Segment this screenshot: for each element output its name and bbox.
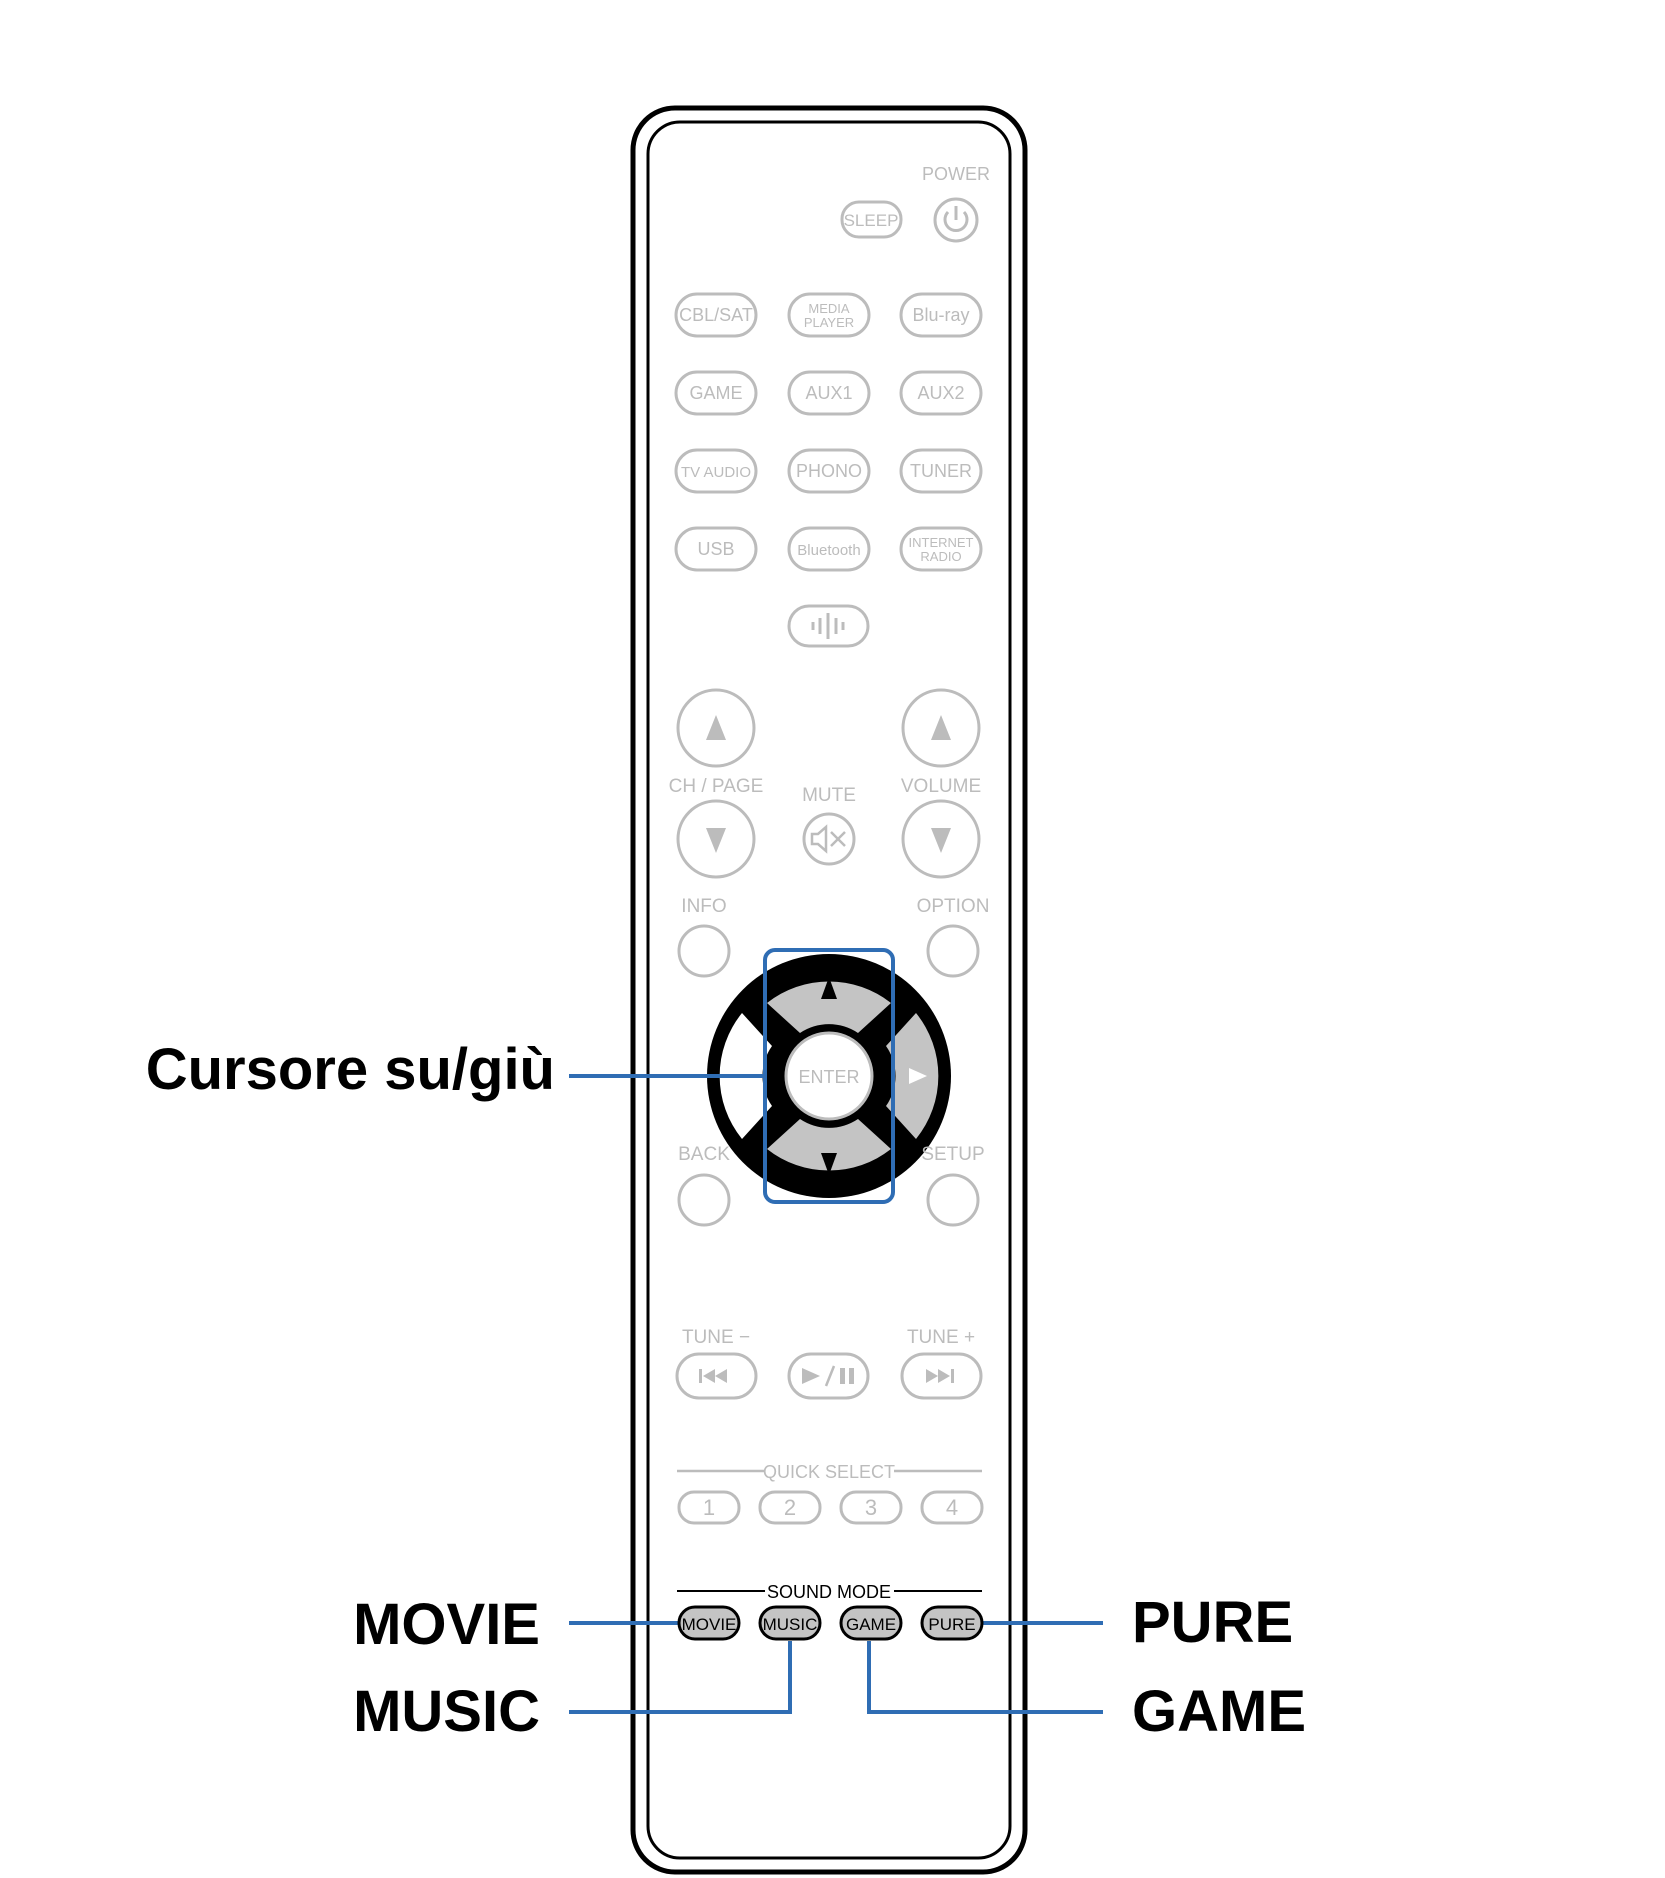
volume-label: VOLUME — [901, 776, 981, 797]
source-button-tuner[interactable]: TUNER — [899, 448, 983, 494]
sound-mode-buttons: MOVIE MUSIC GAME PURE — [677, 1605, 984, 1641]
movie-callout-label: MOVIE — [353, 1592, 540, 1657]
source-button-label: GAME — [689, 383, 742, 403]
source-button-usb[interactable]: USB — [674, 526, 758, 572]
sound-mode-button-label: PURE — [928, 1615, 975, 1634]
cursor-callout-label: Cursore su/giù — [146, 1037, 555, 1102]
source-button-label: TV AUDIO — [681, 464, 751, 481]
music-callout-line — [569, 1641, 792, 1714]
right-triangle-icon — [909, 1068, 927, 1084]
down-triangle-icon — [706, 828, 726, 853]
mute-button[interactable] — [802, 812, 856, 866]
play-pause-icon — [802, 1365, 854, 1387]
source-button-label: TUNER — [910, 461, 972, 481]
heos-icon — [811, 613, 845, 639]
source-button-label: Bluetooth — [797, 542, 860, 559]
pure-callout-label: PURE — [1132, 1590, 1293, 1655]
cursor-down-button[interactable] — [767, 1119, 891, 1171]
setup-label: SETUP — [921, 1144, 984, 1165]
option-button[interactable] — [926, 924, 980, 978]
ch-page-up-button[interactable] — [676, 688, 756, 768]
source-button-tv-audio[interactable]: TV AUDIO — [674, 448, 758, 494]
quick-select-button-3[interactable]: 3 — [839, 1490, 903, 1525]
sound-mode-button-pure[interactable]: PURE — [920, 1605, 984, 1641]
mute-icon — [810, 824, 846, 854]
source-button-label: AUX2 — [917, 383, 964, 403]
info-button[interactable] — [677, 924, 731, 978]
music-callout-label: MUSIC — [353, 1679, 540, 1744]
back-label: BACK — [678, 1144, 730, 1165]
game-callout-label: GAME — [1132, 1679, 1306, 1744]
power-icon — [943, 206, 969, 232]
sleep-label: SLEEP — [844, 211, 899, 230]
volume-up-button[interactable] — [901, 688, 981, 768]
back-button[interactable] — [677, 1173, 731, 1227]
sound-mode-button-movie[interactable]: MOVIE — [677, 1605, 741, 1641]
source-button-label: Blu-ray — [912, 305, 969, 325]
game-callout-line — [867, 1641, 1103, 1714]
play-pause-button[interactable] — [787, 1352, 870, 1400]
source-button-bluetooth[interactable]: Bluetooth — [787, 526, 871, 572]
down-triangle-icon — [931, 828, 951, 853]
tune-plus-label: TUNE + — [907, 1327, 975, 1348]
option-label: OPTION — [917, 896, 990, 917]
sound-mode-button-music[interactable]: MUSIC — [758, 1605, 822, 1641]
quick-select-label: QUICK SELECT — [763, 1462, 895, 1482]
quick-select-number: 2 — [784, 1495, 796, 1520]
source-button-cbl-sat[interactable]: CBL/SAT — [674, 292, 758, 338]
quick-select-button-1[interactable]: 1 — [677, 1490, 741, 1525]
down-triangle-icon — [821, 1153, 837, 1175]
source-button-aux1[interactable]: AUX1 — [787, 370, 871, 416]
source-button-game[interactable]: GAME — [674, 370, 758, 416]
source-button-blu-ray[interactable]: Blu-ray — [899, 292, 983, 338]
tune-minus-label: TUNE − — [682, 1327, 750, 1348]
sleep-button[interactable]: SLEEP — [840, 200, 903, 239]
info-label: INFO — [681, 896, 726, 917]
up-triangle-icon — [706, 715, 726, 740]
cursor-pad: ENTER — [707, 954, 951, 1198]
mute-label: MUTE — [802, 785, 856, 806]
remote-body — [630, 105, 1028, 1875]
sound-mode-button-label: GAME — [846, 1615, 896, 1634]
setup-button[interactable] — [926, 1173, 980, 1227]
sound-mode-button-label: MUSIC — [763, 1615, 818, 1634]
source-button-phono[interactable]: PHONO — [787, 448, 871, 494]
source-button-label: USB — [697, 539, 734, 559]
skip-back-icon — [699, 1369, 727, 1383]
source-button-label: AUX1 — [805, 383, 852, 403]
source-button-label: CBL/SAT — [679, 305, 753, 325]
source-button-aux2[interactable]: AUX2 — [899, 370, 983, 416]
up-triangle-icon — [931, 715, 951, 740]
quick-select-number: 1 — [703, 1495, 715, 1520]
callout-lines — [569, 1074, 1103, 1714]
quick-select-button-4[interactable]: 4 — [920, 1490, 984, 1525]
cursor-up-button[interactable] — [767, 981, 891, 1033]
power-label: POWER — [922, 164, 990, 184]
previous-button[interactable] — [675, 1352, 758, 1400]
sound-mode-button-label: MOVIE — [682, 1615, 737, 1634]
ch-page-label: CH / PAGE — [669, 776, 764, 797]
power-button[interactable] — [933, 197, 979, 243]
ch-page-down-button[interactable] — [676, 799, 756, 879]
enter-button[interactable] — [784, 1031, 874, 1121]
sound-mode-label: SOUND MODE — [767, 1582, 891, 1602]
quick-select-button-2[interactable]: 2 — [758, 1490, 822, 1525]
heos-button[interactable] — [787, 604, 870, 648]
next-button[interactable] — [900, 1352, 983, 1400]
sound-mode-button-game[interactable]: GAME — [839, 1605, 903, 1641]
quick-select-number: 3 — [865, 1495, 877, 1520]
quick-select-number: 4 — [946, 1495, 958, 1520]
up-triangle-icon — [821, 977, 837, 999]
source-button-label: PHONO — [796, 461, 862, 481]
quick-select-buttons: 1 2 3 4 — [677, 1490, 984, 1525]
skip-forward-icon — [926, 1369, 954, 1383]
enter-label: ENTER — [798, 1067, 859, 1087]
volume-down-button[interactable] — [901, 799, 981, 879]
